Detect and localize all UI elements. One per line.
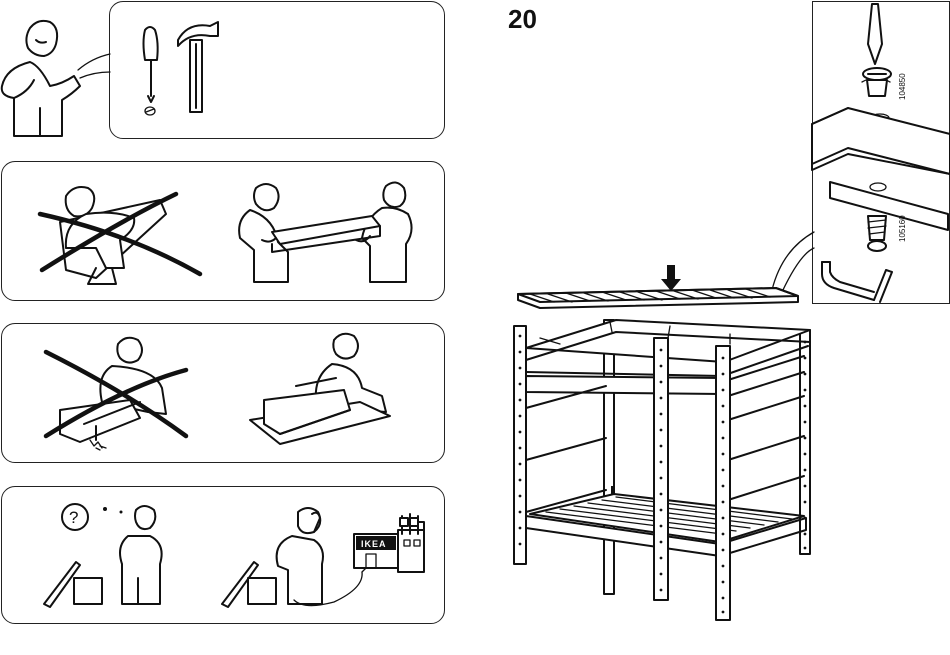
arrow-down-icon [661, 265, 681, 291]
bed-frame [514, 320, 810, 620]
bed-base-slats-icon [518, 288, 798, 308]
